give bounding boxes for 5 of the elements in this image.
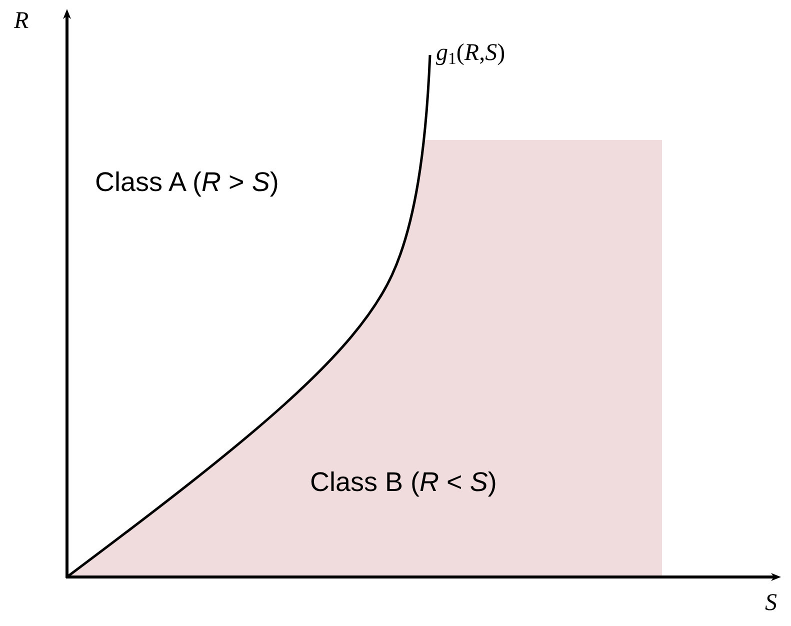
curve-label: g$_{1}$(R,S) — [436, 40, 506, 69]
axis-label: S — [765, 590, 777, 616]
axis-label: R — [14, 8, 29, 34]
region-label: Class A (R > S) — [95, 168, 279, 198]
region-label: Class B (R < S) — [310, 468, 497, 498]
